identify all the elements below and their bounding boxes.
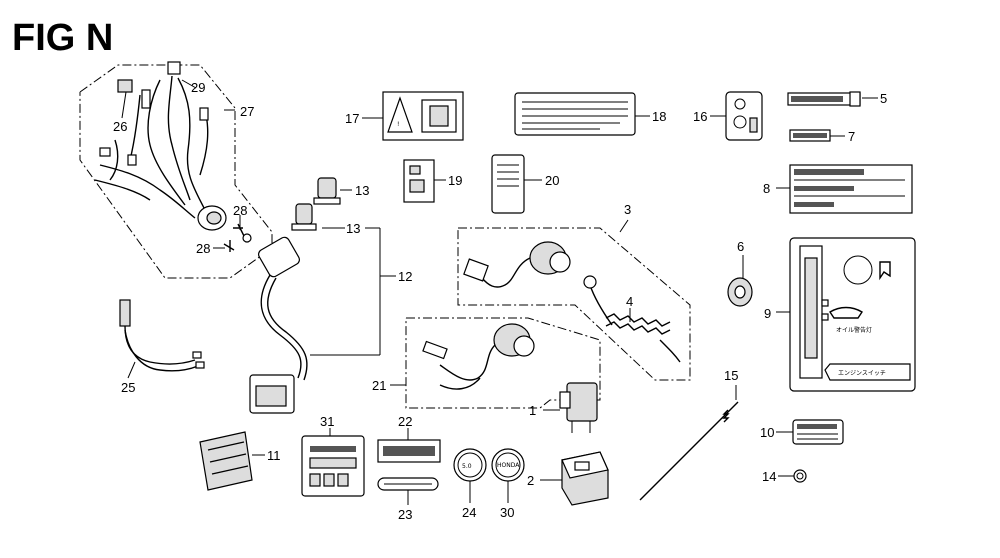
part-17-warning-label: ! bbox=[362, 91, 464, 141]
callout-18: 18 bbox=[652, 109, 666, 124]
part-30-medallion: HONDA bbox=[491, 448, 525, 503]
callout-14: 14 bbox=[762, 469, 776, 484]
callout-29: 29 bbox=[191, 80, 205, 95]
callout-13-lower: 13 bbox=[346, 221, 360, 236]
part-25-sensor-wire bbox=[119, 299, 205, 379]
part-3-solenoid-assembly bbox=[457, 219, 691, 381]
part-31-label bbox=[301, 428, 365, 497]
callout-17: 17 bbox=[345, 111, 359, 126]
label-9-oil-text: オイル警告灯 bbox=[836, 326, 872, 334]
part-20-label bbox=[491, 154, 542, 214]
callout-24: 24 bbox=[462, 505, 476, 520]
part-6-grommet bbox=[727, 255, 753, 307]
callout-2: 2 bbox=[527, 473, 534, 488]
callout-7: 7 bbox=[848, 129, 855, 144]
callout-8: 8 bbox=[763, 181, 770, 196]
callout-3: 3 bbox=[624, 202, 631, 217]
part-18-label bbox=[514, 92, 650, 136]
part-26-connector bbox=[117, 79, 133, 93]
callout-6: 6 bbox=[737, 239, 744, 254]
callout-12: 12 bbox=[398, 269, 412, 284]
part-27-wire-harness bbox=[79, 61, 273, 279]
part-2-box bbox=[540, 451, 609, 506]
callout-10: 10 bbox=[760, 425, 774, 440]
part-10-label bbox=[776, 419, 844, 445]
group-21-boundary bbox=[405, 317, 601, 409]
callout-5: 5 bbox=[880, 91, 887, 106]
medallion-24-text: 5.0 bbox=[462, 463, 472, 470]
callout-22: 22 bbox=[398, 414, 412, 429]
medallion-30-text: HONDA bbox=[497, 462, 520, 469]
callout-26: 26 bbox=[113, 119, 127, 134]
callout-28-lower: 28 bbox=[196, 241, 210, 256]
part-1-relay bbox=[543, 382, 598, 433]
callout-13-upper: 13 bbox=[355, 183, 369, 198]
part-9-panel-label: オイル警告灯 エンジンスイッチ bbox=[776, 237, 916, 392]
label-9-switch-text: エンジンスイッチ bbox=[838, 370, 886, 377]
callout-25: 25 bbox=[121, 380, 135, 395]
part-14-bolt bbox=[778, 469, 807, 483]
callout-27: 27 bbox=[240, 104, 254, 119]
part-15-rod bbox=[639, 385, 739, 501]
callout-15: 15 bbox=[724, 368, 738, 383]
part-16-label bbox=[710, 91, 763, 141]
part-7-label bbox=[789, 129, 845, 142]
callout-20: 20 bbox=[545, 173, 559, 188]
part-23-label bbox=[377, 477, 439, 505]
part-12-control-cable bbox=[249, 177, 381, 414]
part-22-label bbox=[377, 428, 441, 463]
part-11-plate bbox=[199, 431, 265, 491]
callout-9: 9 bbox=[764, 306, 771, 321]
callout-28-upper: 28 bbox=[233, 203, 247, 218]
callout-31: 31 bbox=[320, 414, 334, 429]
callout-30: 30 bbox=[500, 505, 514, 520]
callout-16: 16 bbox=[693, 109, 707, 124]
callout-21: 21 bbox=[372, 378, 386, 393]
part-19-label bbox=[403, 159, 446, 203]
callout-19: 19 bbox=[448, 173, 462, 188]
part-8-label bbox=[776, 164, 913, 214]
callout-23: 23 bbox=[398, 507, 412, 522]
figure-title: FIG N bbox=[12, 17, 113, 59]
part-5-label bbox=[787, 91, 878, 107]
callout-11: 11 bbox=[267, 448, 281, 463]
part-21-solenoid-assembly bbox=[390, 317, 601, 409]
group-27-boundary bbox=[79, 64, 273, 279]
group-3-boundary bbox=[457, 227, 691, 381]
part-24-medallion: 5.0 bbox=[453, 448, 487, 503]
callout-1: 1 bbox=[529, 403, 536, 418]
part-29-connector bbox=[167, 61, 181, 75]
callout-4: 4 bbox=[626, 294, 633, 309]
svg-text:!: ! bbox=[397, 121, 399, 128]
